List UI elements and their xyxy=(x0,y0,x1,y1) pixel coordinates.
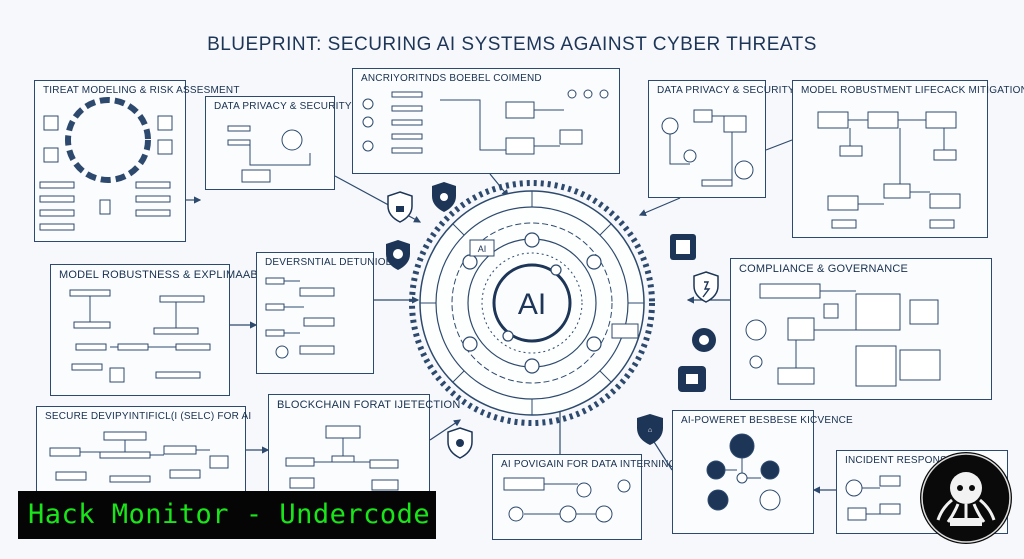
panel-header: AI POVIGAIN FOR DATA INTERNING xyxy=(501,459,677,470)
panel-header: AI-POWERET BESBESE KICVENCE xyxy=(681,415,853,426)
panel-header: BLOCKCHAIN FORAT IJETECTION xyxy=(277,399,461,411)
banner-text: Hack Monitor - Undercode xyxy=(28,499,431,530)
data-privacy-right-flow xyxy=(661,109,754,187)
data-privacy-flow xyxy=(227,125,311,183)
panel-header: MODEL ROBUSTMENT LIFECACK MITIGATION xyxy=(801,85,1024,96)
gear-icon xyxy=(692,328,716,352)
adversarial-flow xyxy=(265,277,335,359)
panel-header: TIREAT MODELING & RISK ASSESMENT xyxy=(43,85,240,96)
octopus-logo xyxy=(920,452,1012,544)
shield-icon xyxy=(693,271,719,303)
ai-powered-flow xyxy=(706,433,781,511)
threat-modeling-flow xyxy=(39,97,173,231)
shield-icon xyxy=(432,182,456,212)
panel-header: INCIDENT RESPONSE & xyxy=(845,455,964,466)
panel-ai-poisoning: AI POVIGAIN FOR DATA INTERNING xyxy=(492,454,676,540)
ai-poisoning-flow xyxy=(503,477,631,523)
ring-ai-label: AI xyxy=(478,244,487,254)
model-robustment-flow xyxy=(817,111,961,229)
panel-header: SECURE DEVIPYINTIFICL(I (SELC) FOR AI xyxy=(45,411,252,422)
page-title: BLUEPRINT: SECURING AI SYSTEMS AGAINST C… xyxy=(207,34,817,55)
panel-header: MODEL ROBUSTNESS & EXPLIMAABILITY xyxy=(59,269,286,281)
architecture-flow xyxy=(362,89,609,155)
network-icon xyxy=(447,427,473,459)
model-robustness-flow xyxy=(69,289,211,383)
watermark-banner: Hack Monitor - Undercode xyxy=(18,491,436,539)
panel-header: COMPLIANCE & GOVERNANCE xyxy=(739,263,909,275)
panel-ai-powered: AI-POWERET BESBESE KICVENCE xyxy=(672,410,853,534)
center-ai-label: AI xyxy=(518,288,546,321)
panel-header: DATA PRIVACY & SECURITY xyxy=(214,101,352,112)
panel-header: ANCRIYORITNDS BOEBEL COIMEND xyxy=(361,73,542,84)
secure-dev-flow xyxy=(49,431,229,483)
lock-icon xyxy=(678,366,706,392)
blockchain-flow xyxy=(285,425,399,491)
shield-icon xyxy=(386,240,410,270)
panel-model-robustness: MODEL ROBUSTNESS & EXPLIMAABILITY xyxy=(50,264,285,396)
compliance-flow xyxy=(745,283,941,387)
panel-header: DEVERSNTIAL DETUNIOB xyxy=(265,257,393,268)
panel-header: DATA PRIVACY & SECURITY xyxy=(657,85,795,96)
document-icon xyxy=(670,234,696,260)
svg-text:⌂: ⌂ xyxy=(648,427,652,434)
shield-icon: ⌂ xyxy=(637,414,663,445)
central-wheel xyxy=(409,180,655,426)
shield-icon xyxy=(387,191,413,223)
incident-flow xyxy=(845,475,901,521)
